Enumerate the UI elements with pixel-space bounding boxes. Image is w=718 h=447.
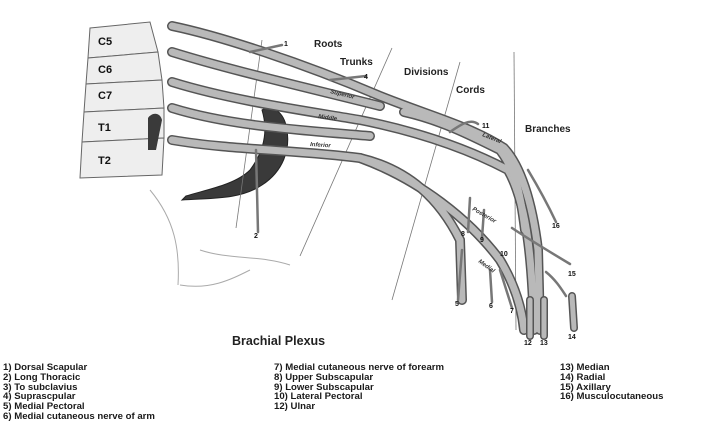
limb-outline — [150, 190, 290, 286]
level-label-t1: T1 — [98, 122, 111, 134]
region-label-divisions: Divisions — [404, 67, 449, 78]
region-label-branches: Branches — [525, 124, 571, 135]
ulnar-branch-path — [360, 158, 462, 300]
legend-column-2: 7) Medial cutaneous nerve of forearm 8) … — [274, 363, 444, 412]
callout-13: 13 — [540, 340, 548, 347]
region-label-trunks: Trunks — [340, 57, 373, 68]
diagram-title: Brachial Plexus — [232, 334, 325, 348]
branch-medial-cutaneous-arm — [490, 270, 492, 302]
callout-11: 11 — [482, 123, 490, 130]
legend-column-3: 13) Median 14) Radial 15) Axillary 16) M… — [560, 363, 663, 402]
legend-item: 12) Ulnar — [274, 402, 444, 412]
level-label-c7: C7 — [98, 90, 112, 102]
branch-axillary — [546, 272, 566, 296]
callout-12: 12 — [524, 340, 532, 347]
callout-5: 5 — [455, 301, 459, 308]
callout-9: 9 — [480, 237, 484, 244]
region-label-cords: Cords — [456, 85, 485, 96]
callout-8: 8 — [461, 231, 465, 238]
callout-16: 16 — [552, 223, 560, 230]
callout-14: 14 — [568, 334, 576, 341]
callout-7: 7 — [510, 308, 514, 315]
legend-item: 16) Musculocutaneous — [560, 392, 663, 402]
level-label-c6: C6 — [98, 64, 112, 76]
legend-column-1: 1) Dorsal Scapular 2) Long Thoracic 3) T… — [3, 363, 155, 422]
cord-label-medial: Medial — [477, 259, 496, 275]
callout-6: 6 — [489, 303, 493, 310]
callout-10: 10 — [500, 251, 508, 258]
legend-item: 6) Medial cutaneous nerve of arm — [3, 412, 155, 422]
medial-cord-path — [172, 140, 524, 330]
level-label-t2: T2 — [98, 155, 111, 167]
nerve-outline — [172, 26, 540, 330]
callout-1: 1 — [284, 41, 288, 48]
level-label-c5: C5 — [98, 36, 112, 48]
callout-2: 2 — [254, 233, 258, 240]
callout-15: 15 — [568, 271, 576, 278]
vertebral-column — [80, 22, 164, 178]
region-label-roots: Roots — [314, 39, 343, 50]
vertebra-c7 — [84, 80, 164, 112]
callout-4: 4 — [364, 74, 368, 81]
